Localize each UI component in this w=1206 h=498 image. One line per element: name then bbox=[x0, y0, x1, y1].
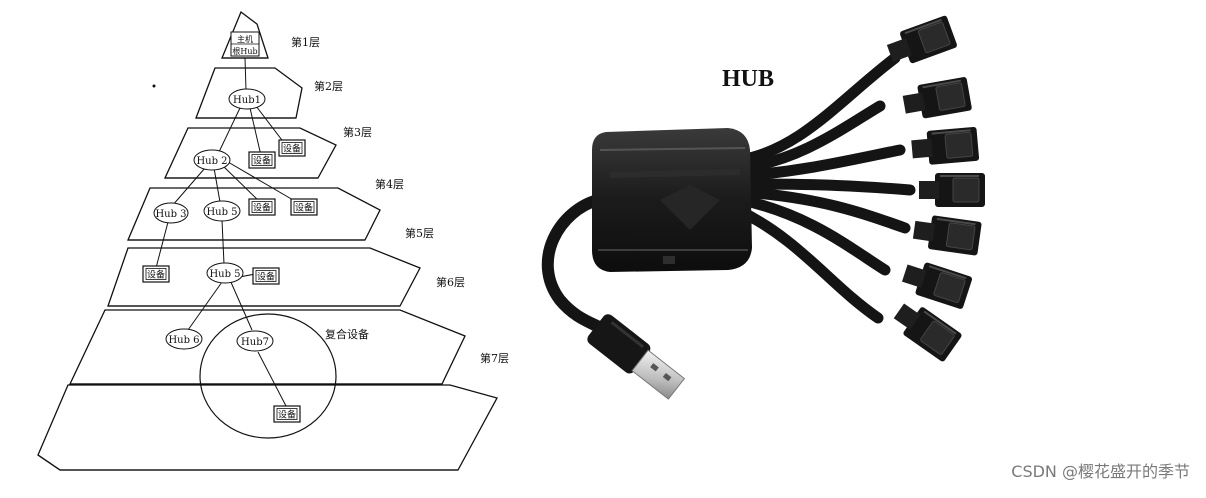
hub1-label: Hub1 bbox=[233, 95, 261, 106]
hub3-label: Hub 3 bbox=[155, 209, 186, 220]
hub6-node bbox=[165, 328, 203, 350]
device-label: 设备 bbox=[283, 143, 301, 155]
compound-device-label: 复合设备 bbox=[325, 327, 369, 341]
host-root-hub-box: 主机 根Hub bbox=[230, 31, 260, 57]
device-label: 设备 bbox=[278, 409, 296, 421]
layer-label-4: 第4层 bbox=[375, 177, 404, 191]
layer-label-1: 第1层 bbox=[291, 35, 320, 49]
usb-hub-illustration bbox=[541, 13, 986, 400]
hub6-label: Hub 6 bbox=[168, 335, 199, 346]
usb-port bbox=[900, 75, 974, 123]
tier-7 bbox=[37, 384, 498, 471]
device-box: 设备 bbox=[248, 198, 276, 216]
usb-port bbox=[909, 125, 981, 168]
root-hub-label: 根Hub bbox=[232, 46, 257, 56]
layer-label-7: 第7层 bbox=[480, 351, 509, 365]
device-box: 设备 bbox=[142, 265, 170, 283]
hub-cables bbox=[732, 52, 916, 324]
pyramid-connections bbox=[155, 57, 301, 407]
layer-label-2: 第2层 bbox=[314, 79, 343, 93]
layer-label-3: 第3层 bbox=[343, 125, 372, 139]
hub3-node bbox=[153, 202, 189, 224]
device-nodes: 设备 设备 设备 设备 设备 设备 设备 bbox=[142, 139, 318, 423]
watermark: CSDN @樱花盛开的季节 bbox=[1011, 462, 1190, 481]
device-box: 设备 bbox=[290, 198, 318, 216]
usb-port bbox=[898, 255, 974, 311]
device-label: 设备 bbox=[295, 202, 313, 214]
layer-label-6: 第6层 bbox=[436, 275, 465, 289]
host-label: 主机 bbox=[237, 34, 253, 44]
hub-body bbox=[592, 128, 752, 272]
device-label: 设备 bbox=[253, 202, 271, 214]
device-label: 设备 bbox=[253, 155, 271, 167]
hub2-node bbox=[193, 149, 231, 171]
hub-title: HUB bbox=[722, 66, 775, 92]
host-cable bbox=[541, 194, 611, 336]
compound-device-circle bbox=[199, 313, 337, 439]
usb-port bbox=[910, 211, 983, 257]
layer-label-5: 第5层 bbox=[405, 226, 434, 240]
hub5b-node bbox=[206, 262, 244, 284]
usb-port bbox=[888, 295, 964, 364]
device-box: 设备 bbox=[252, 267, 280, 285]
device-label: 设备 bbox=[257, 271, 275, 283]
hub5a-label: Hub 5 bbox=[206, 207, 237, 218]
hub7-label: Hub7 bbox=[241, 337, 269, 348]
device-box: 设备 bbox=[248, 151, 276, 169]
hub5a-node bbox=[203, 200, 241, 222]
hub-nodes: Hub1 Hub 2 Hub 3 Hub 5 Hub 5 Hub 6 Hub7 bbox=[153, 88, 274, 352]
stray-dot bbox=[152, 84, 156, 88]
device-label: 设备 bbox=[147, 269, 165, 281]
hub7-node bbox=[236, 330, 274, 352]
hub1-node bbox=[228, 88, 266, 110]
usb-plug bbox=[587, 314, 686, 400]
device-box: 设备 bbox=[273, 405, 301, 423]
layer-labels: 第1层 第2层 第3层 第4层 第5层 第6层 第7层 bbox=[291, 35, 509, 365]
usb-port bbox=[918, 172, 986, 208]
hub5b-label: Hub 5 bbox=[209, 269, 240, 280]
device-box: 设备 bbox=[278, 139, 306, 157]
usb-topology-pyramid bbox=[37, 10, 498, 471]
hub2-label: Hub 2 bbox=[196, 156, 227, 167]
